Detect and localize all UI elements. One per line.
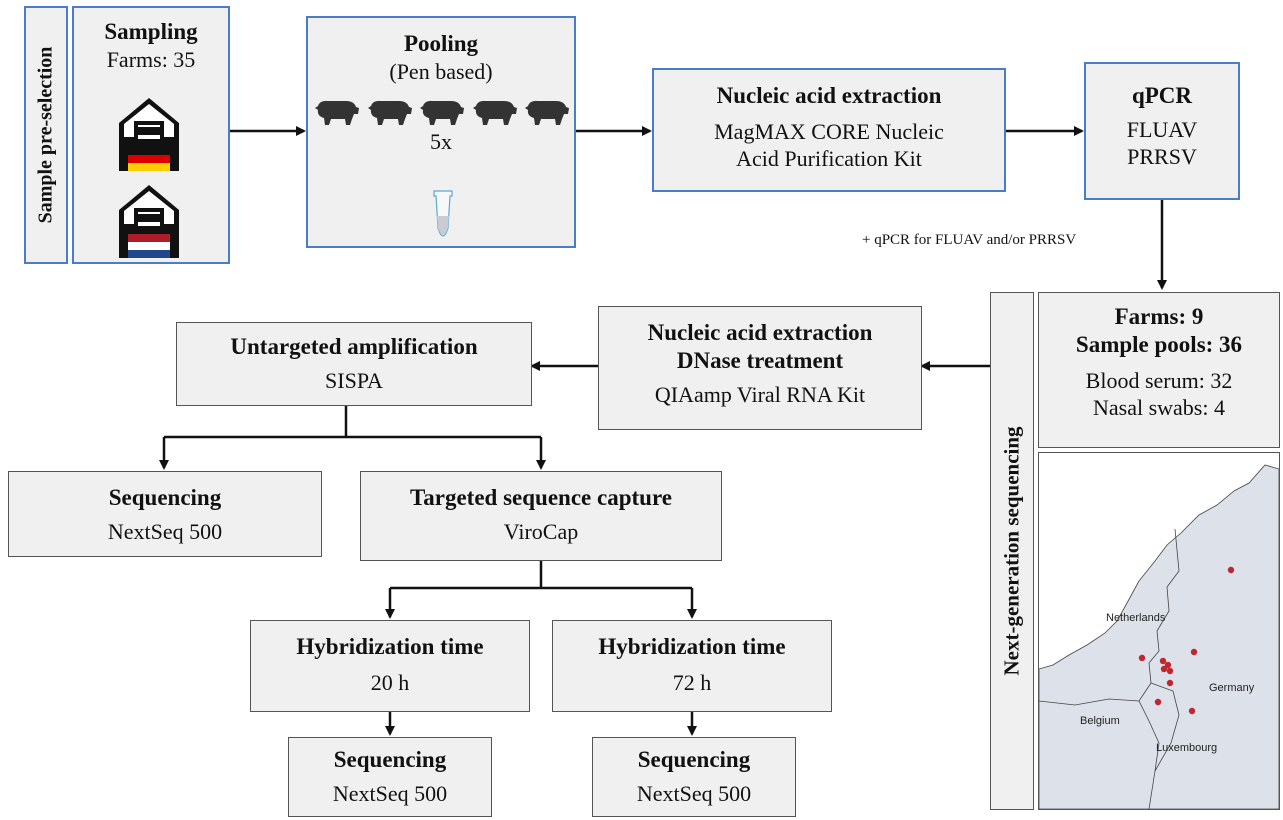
seq20-line: NextSeq 500	[332, 781, 448, 806]
farm-dot	[1159, 657, 1167, 665]
sampling-box: Sampling Farms: 35	[72, 6, 230, 264]
extraction2-title2: DNase treatment	[676, 348, 844, 373]
hyb72-line: 72 h	[672, 670, 712, 695]
seq72-title: Sequencing	[637, 747, 751, 772]
ngs-serum: Blood serum: 32	[1085, 368, 1233, 393]
extraction1-box: Nucleic acid extraction MagMAX CORE Nucl…	[652, 68, 1006, 192]
qpcr-line1: FLUAV	[1126, 117, 1198, 142]
farm-dot	[1154, 698, 1162, 706]
ngs-pools: Sample pools: 36	[1075, 332, 1243, 357]
farm-dot	[1138, 654, 1146, 662]
hyb20-box: Hybridization time 20 h	[250, 620, 530, 712]
pig-icon	[525, 100, 569, 125]
pig-icon	[367, 100, 412, 125]
branch-untargeted	[164, 405, 541, 439]
farm-dot	[1160, 665, 1168, 673]
farm-dots	[1138, 566, 1235, 715]
pooling-title: Pooling	[403, 31, 479, 56]
targeted-line: ViroCap	[503, 519, 579, 544]
seq20-box: Sequencing NextSeq 500	[288, 737, 492, 817]
seq1-title: Sequencing	[108, 485, 222, 510]
farm-dot	[1166, 667, 1174, 675]
extraction1-line2: Acid Purification Kit	[736, 146, 922, 171]
farm-dot	[1190, 648, 1198, 656]
qpcr-line2: PRRSV	[1127, 144, 1197, 169]
extraction2-line: QIAamp Viral RNA Kit	[654, 382, 866, 407]
map-label-germany: Germany	[1209, 682, 1255, 694]
pig-icon	[472, 100, 517, 125]
targeted-title: Targeted sequence capture	[410, 485, 672, 510]
ngs-farms: Farms: 9	[1114, 304, 1204, 329]
qpcr-box: qPCR FLUAV PRRSV	[1084, 62, 1240, 200]
farm-dot	[1166, 679, 1174, 687]
pig-icon	[420, 100, 464, 125]
map-label-luxembourg: Luxembourg	[1156, 742, 1217, 754]
barn-netherlands-icon	[119, 185, 179, 258]
untargeted-title: Untargeted amplification	[230, 334, 478, 359]
map-label-netherlands: Netherlands	[1106, 612, 1166, 624]
sample-tube-icon	[433, 190, 453, 237]
ngs-stats-box: Farms: 9 Sample pools: 36 Blood serum: 3…	[1038, 292, 1280, 448]
ngs-label-box: Next-generation sequencing	[990, 292, 1034, 810]
pooling-box: Pooling (Pen based) 5x	[306, 16, 576, 248]
targeted-box: Targeted sequence capture ViroCap	[360, 471, 722, 561]
qpcr-note: + qPCR for FLUAV and/or PRRSV	[862, 232, 1077, 248]
land-mass	[1039, 464, 1279, 809]
ngs-label: Next-generation sequencing	[999, 426, 1024, 676]
extraction1-title: Nucleic acid extraction	[716, 83, 942, 108]
seq72-box: Sequencing NextSeq 500	[592, 737, 796, 817]
seq72-line: NextSeq 500	[636, 781, 752, 806]
qpcr-title: qPCR	[1131, 83, 1193, 108]
extraction2-title1: Nucleic acid extraction	[647, 320, 873, 345]
farm-location-map: Netherlands Germany Belgium Luxembourg	[1039, 464, 1279, 809]
branch-targeted	[390, 560, 692, 590]
pig-row	[314, 98, 570, 126]
sample-preselection-label: Sample pre-selection	[34, 46, 57, 224]
seq20-title: Sequencing	[333, 747, 447, 772]
pooling-subtitle: (Pen based)	[389, 59, 493, 84]
farm-dot	[1188, 707, 1196, 715]
barn-germany-icon	[119, 98, 179, 171]
ngs-swabs: Nasal swabs: 4	[1093, 395, 1225, 420]
pig-icon	[315, 100, 359, 125]
sampling-farms: Farms: 35	[106, 47, 196, 72]
farm-dot	[1164, 661, 1172, 669]
hyb20-line: 20 h	[370, 670, 410, 695]
untargeted-line: SISPA	[325, 368, 383, 393]
hyb72-title: Hybridization time	[598, 634, 786, 659]
extraction1-line1: MagMAX CORE Nucleic	[714, 119, 944, 144]
seq1-box: Sequencing NextSeq 500	[8, 471, 322, 557]
hyb72-box: Hybridization time 72 h	[552, 620, 832, 712]
hyb20-title: Hybridization time	[296, 634, 484, 659]
pooling-multiplier: 5x	[430, 129, 452, 154]
seq1-line: NextSeq 500	[107, 519, 223, 544]
extraction2-box: Nucleic acid extraction DNase treatment …	[598, 306, 922, 430]
untargeted-box: Untargeted amplification SISPA	[176, 322, 532, 406]
map-label-belgium: Belgium	[1080, 715, 1120, 727]
sample-preselection-label-box: Sample pre-selection	[24, 6, 68, 264]
ngs-map: Netherlands Germany Belgium Luxembourg	[1038, 452, 1280, 810]
border-lines	[1039, 528, 1180, 809]
farm-dot	[1227, 566, 1235, 574]
sampling-title: Sampling	[104, 19, 198, 44]
